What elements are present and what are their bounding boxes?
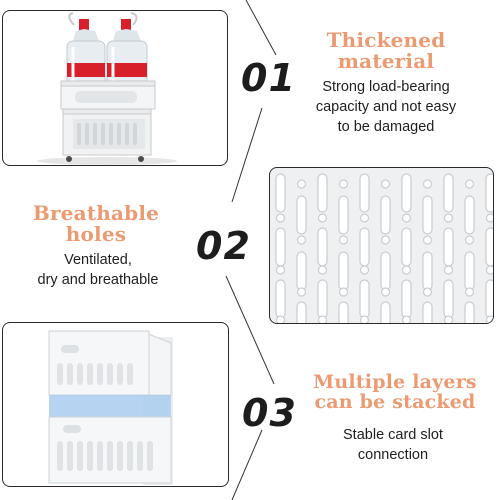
- vent-slot: [359, 173, 370, 213]
- feature-3-title: Multiple layers can be stacked: [313, 371, 477, 413]
- top-basket: [48, 330, 172, 396]
- vent-slot: [422, 301, 433, 323]
- feature-2-title: Breathable holes: [32, 201, 160, 246]
- vent-hole: [359, 315, 370, 323]
- vent-hole: [317, 265, 328, 275]
- vent-slot: [422, 195, 433, 235]
- vent-hole: [464, 179, 475, 189]
- vent-hole: [443, 213, 454, 223]
- vent-slot: [443, 279, 454, 319]
- water-bottle-right: [106, 12, 148, 86]
- water-bottle-left: [66, 12, 106, 86]
- vent-hole: [422, 287, 433, 297]
- vent-hole: [380, 287, 391, 297]
- vent-slot: [338, 251, 349, 291]
- vent-hole: [275, 265, 286, 275]
- vent-hole: [275, 213, 286, 223]
- vent-slot: [464, 251, 475, 291]
- vent-hole: [296, 235, 307, 245]
- vent-hole: [338, 179, 349, 189]
- vent-slot: [275, 279, 286, 319]
- vent-hole: [401, 265, 412, 275]
- vent-hole: [443, 265, 454, 275]
- vent-slot: [401, 227, 412, 267]
- vent-slot: [464, 195, 475, 235]
- upper-shelf: [60, 80, 156, 110]
- feature-1-description: Strong load-bearing capacity and not eas…: [315, 79, 457, 135]
- vent-slot: [296, 251, 307, 291]
- vent-hole: [296, 287, 307, 297]
- vent-slot: [359, 279, 370, 319]
- vent-slot: [296, 195, 307, 235]
- vent-hole: [485, 265, 493, 275]
- vent-hole: [464, 235, 475, 245]
- vent-hole: [317, 315, 328, 323]
- vent-hole: [380, 235, 391, 245]
- feature-3-description: Stable card slot connection: [343, 427, 443, 463]
- vent-slot: [443, 173, 454, 213]
- vent-slot: [443, 227, 454, 267]
- vent-slot: [317, 279, 328, 319]
- product-image-stacked-baskets: [2, 322, 229, 487]
- vent-hole: [422, 235, 433, 245]
- vent-slot: [485, 227, 493, 267]
- vent-hole: [464, 287, 475, 297]
- vent-slot: [338, 195, 349, 235]
- vent-slot: [422, 251, 433, 291]
- feature-2-number: 02: [196, 224, 251, 268]
- vent-hole: [485, 213, 493, 223]
- product-image-breathable-holes: [269, 167, 494, 324]
- feature-2-description: Ventilated, dry and breathable: [37, 252, 159, 288]
- vent-hole: [359, 213, 370, 223]
- vent-slot: [296, 301, 307, 323]
- vent-hole: [401, 213, 412, 223]
- vent-hole: [359, 265, 370, 275]
- vent-slot: [380, 195, 391, 235]
- vent-slot: [359, 227, 370, 267]
- stack-connection-highlight: [49, 395, 171, 417]
- feature-1-title: Thickened material: [326, 28, 446, 73]
- vent-slot: [275, 227, 286, 267]
- product-image-load-bearing: [2, 10, 228, 166]
- feature-1-number: 01: [241, 56, 296, 100]
- feature-3-number: 03: [242, 391, 297, 435]
- vent-hole: [380, 179, 391, 189]
- vent-slot: [275, 173, 286, 213]
- vent-slot: [317, 227, 328, 267]
- vent-hole: [338, 235, 349, 245]
- vent-slot: [317, 173, 328, 213]
- vent-hole: [401, 315, 412, 323]
- lower-basket: [62, 108, 152, 156]
- vent-hole: [275, 315, 286, 323]
- vent-hole: [338, 287, 349, 297]
- vent-hole: [296, 179, 307, 189]
- vent-slot: [380, 251, 391, 291]
- vent-slot: [485, 173, 493, 213]
- vent-slot: [485, 279, 493, 319]
- vent-hole: [443, 315, 454, 323]
- vent-hole: [422, 179, 433, 189]
- vent-slot: [401, 173, 412, 213]
- vent-slot: [464, 301, 475, 323]
- bottom-basket: [48, 416, 172, 484]
- vent-slot: [380, 301, 391, 323]
- vent-slot: [338, 301, 349, 323]
- vent-hole: [317, 213, 328, 223]
- vent-slot: [401, 279, 412, 319]
